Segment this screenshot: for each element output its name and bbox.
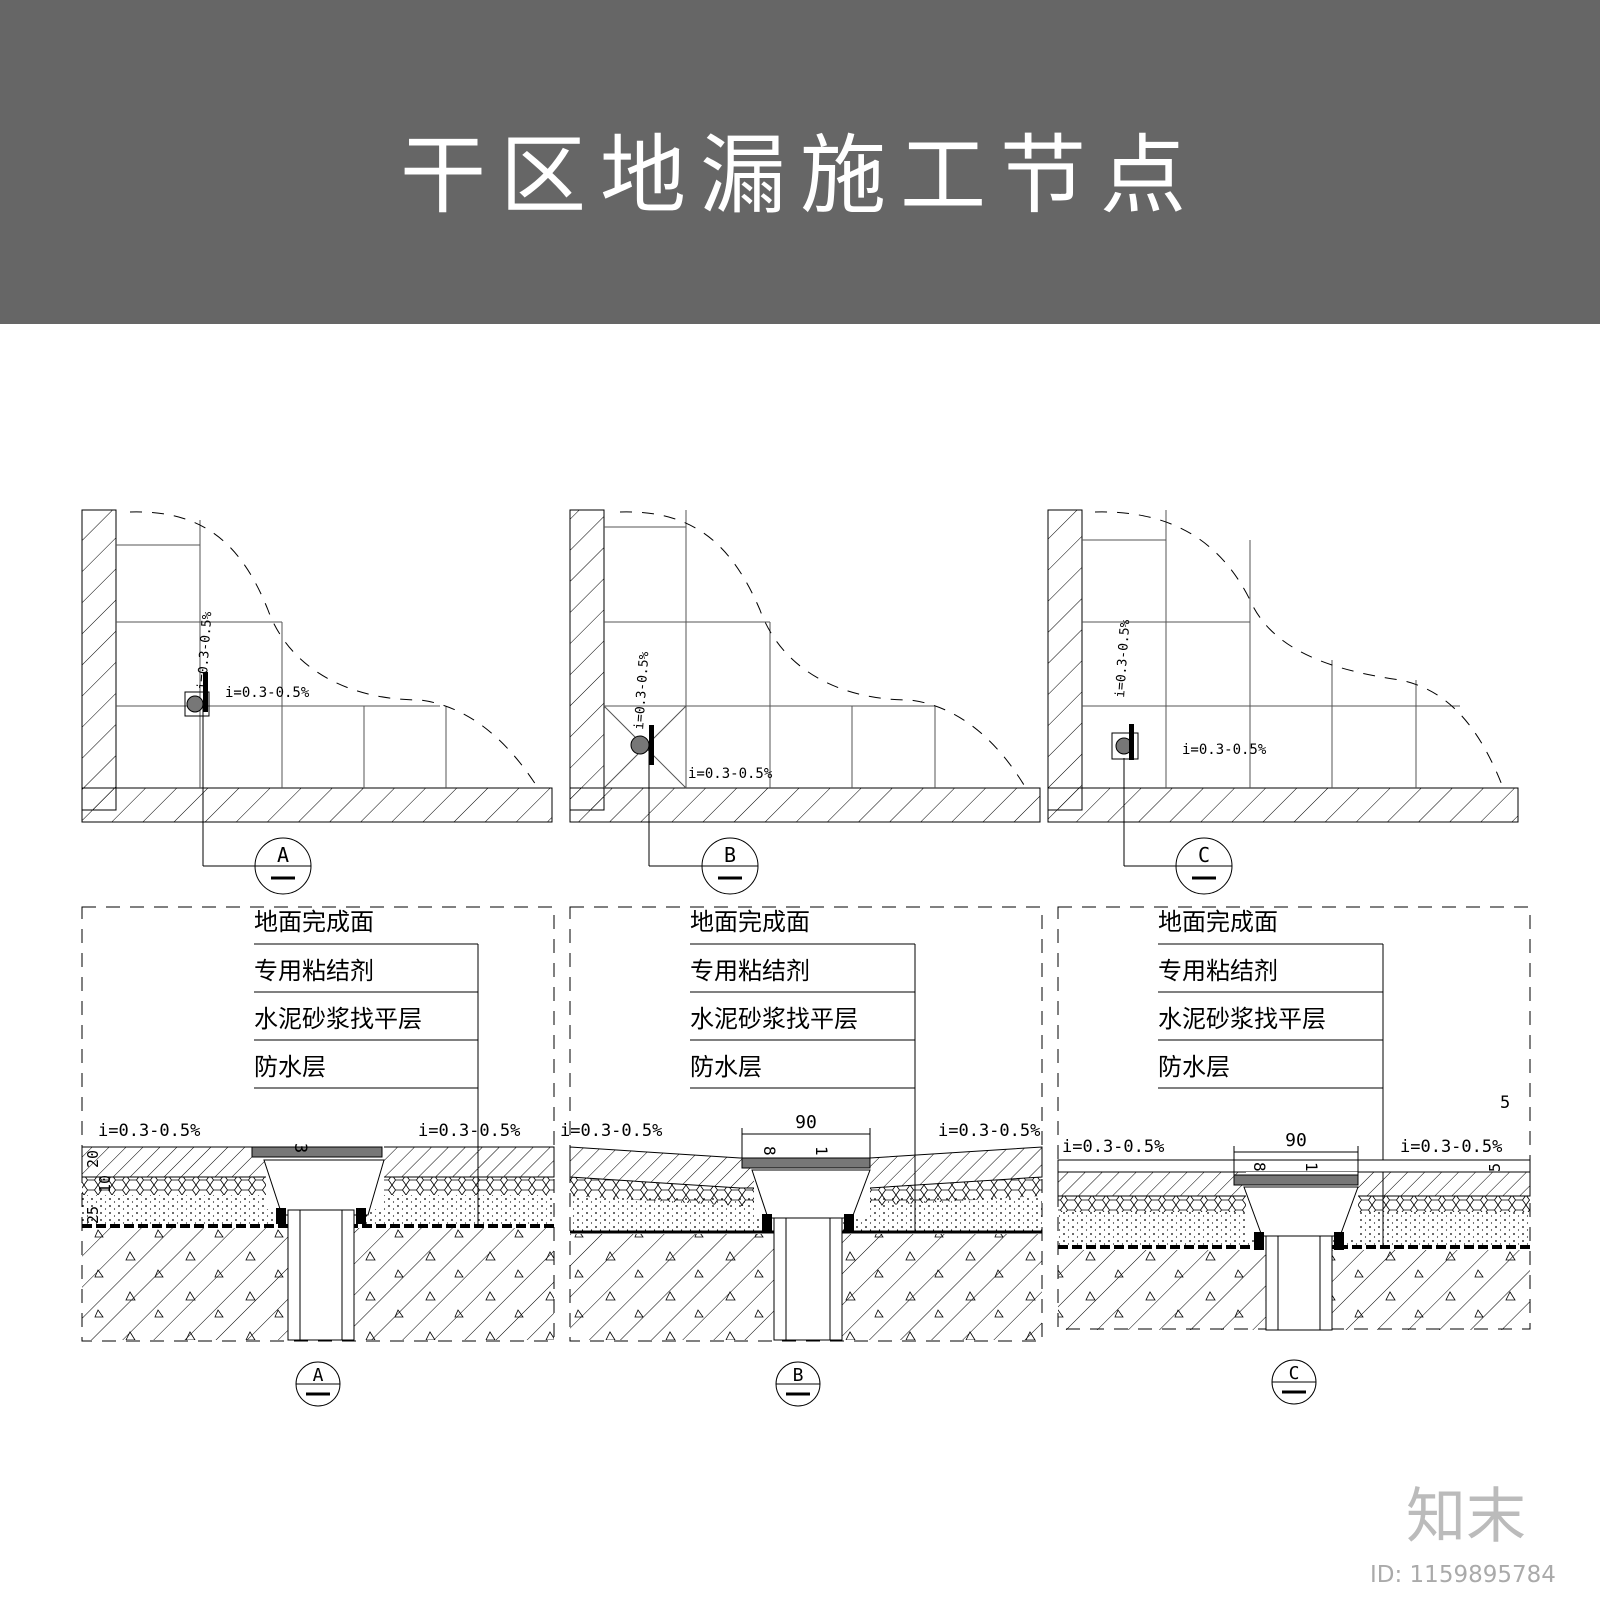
slope-label: i=0.3-0.5% [195, 611, 215, 690]
section-label-c: C [1289, 1363, 1300, 1384]
dimension-label: 3 [290, 1143, 310, 1153]
slope-label: i=0.3-0.5% [1062, 1137, 1164, 1157]
layer-label: 专用粘结剂 [690, 957, 810, 985]
layer-label: 地面完成面 [1158, 908, 1278, 936]
brand-logo: 知末 [1406, 1482, 1526, 1552]
plan-view-a: A i=0.3-0.5% i=0.3-0.5% [81, 509, 553, 895]
slope-label: i=0.3-0.5% [98, 1121, 200, 1141]
plan-view-b: B i=0.3-0.5% i=0.3-0.5% [569, 509, 1041, 895]
section-label-a: A [313, 1365, 324, 1386]
page-title: 干区地漏施工节点 [400, 126, 1200, 226]
dimension-label: 8 [1250, 1162, 1269, 1172]
slope-label: i=0.3-0.5% [938, 1121, 1040, 1141]
dimension-label: 90 [795, 1112, 817, 1133]
layer-label: 水泥砂浆找平层 [254, 1005, 422, 1033]
slope-label: i=0.3-0.5% [1113, 619, 1133, 698]
slope-label: i=0.3-0.5% [632, 651, 652, 730]
slope-label: i=0.3-0.5% [560, 1121, 662, 1141]
dimension-label: 90 [1285, 1130, 1307, 1151]
callout-label-a: A [277, 843, 289, 867]
layer-label: 水泥砂浆找平层 [690, 1005, 858, 1033]
callout-label-c: C [1198, 843, 1210, 867]
dimension-label: 10 [96, 1175, 114, 1193]
layer-label: 地面完成面 [254, 908, 374, 936]
dimension-label: 5 [1500, 1093, 1510, 1113]
layer-label: 专用粘结剂 [1158, 957, 1278, 985]
section-view-c: 地面完成面 专用粘结剂 水泥砂浆找平层 防水层 90 8 1 5 5 i=0.3… [1057, 906, 1531, 1405]
section-view-b: 地面完成面 专用粘结剂 水泥砂浆找平层 防水层 90 8 1 i=0.3-0.5… [560, 906, 1043, 1407]
slope-label: i=0.3-0.5% [1400, 1137, 1502, 1157]
dimension-label: 1 [812, 1146, 831, 1156]
slope-label: i=0.3-0.5% [418, 1121, 520, 1141]
section-view-a: 地面完成面 专用粘结剂 水泥砂浆找平层 防水层 i=0.3-0.5% i=0.3… [81, 906, 555, 1407]
layer-label: 防水层 [690, 1053, 762, 1081]
section-label-b: B [793, 1365, 804, 1386]
plan-view-c: C i=0.3-0.5% i=0.3-0.5% [1047, 509, 1519, 895]
layer-label: 地面完成面 [690, 908, 810, 936]
title-banner: 干区地漏施工节点 [0, 0, 1600, 324]
callout-label-b: B [724, 843, 736, 867]
layer-label: 水泥砂浆找平层 [1158, 1005, 1326, 1033]
dimension-label: 5 [1486, 1163, 1504, 1172]
id-label: ID: 1159895784 [1370, 1562, 1556, 1588]
dimension-label: 20 [84, 1150, 102, 1168]
layer-label: 防水层 [254, 1053, 326, 1081]
layer-label: 防水层 [1158, 1053, 1230, 1081]
slope-label: i=0.3-0.5% [1182, 742, 1267, 758]
dimension-label: 25 [84, 1206, 102, 1224]
slope-label: i=0.3-0.5% [688, 766, 773, 782]
dimension-label: 8 [760, 1146, 779, 1156]
slope-label: i=0.3-0.5% [225, 685, 310, 701]
dimension-label: 1 [1302, 1162, 1321, 1172]
layer-label: 专用粘结剂 [254, 957, 374, 985]
